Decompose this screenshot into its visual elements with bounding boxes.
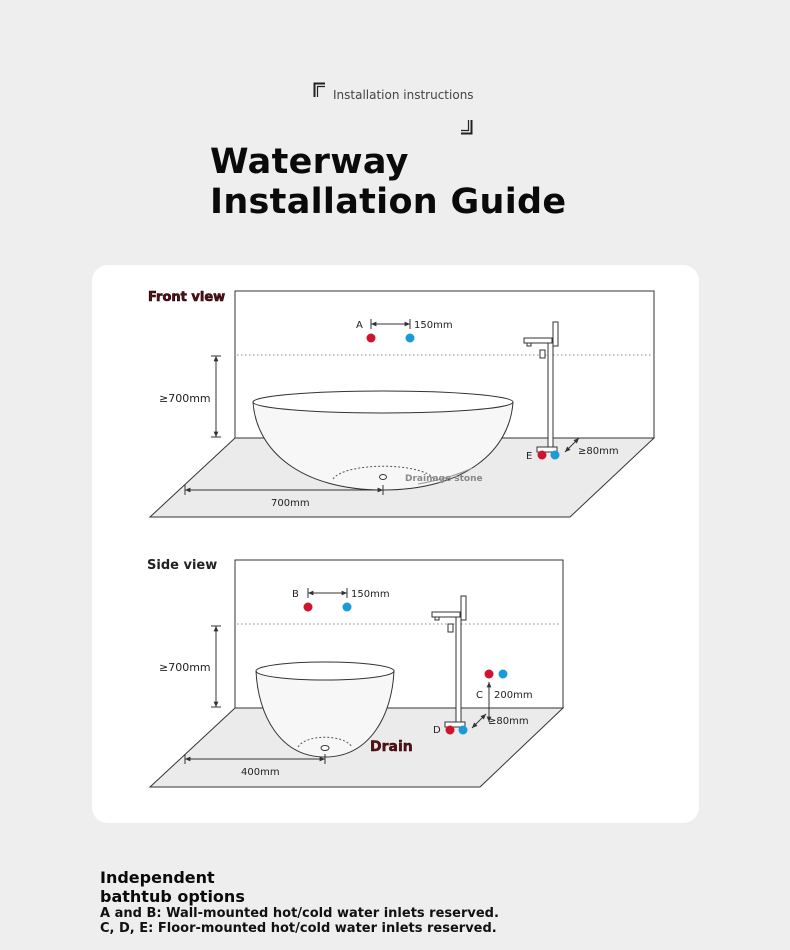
front-floor-offset-label: ≥80mm <box>578 446 619 457</box>
side-distance-label: 400mm <box>241 767 280 778</box>
front-view: Front view ≥700mm A 150mm Drainage stone <box>148 290 656 518</box>
side-drain-hole <box>320 745 330 751</box>
corner-bracket-top-left-icon <box>313 82 325 97</box>
front-hot-inlet-a <box>366 333 376 343</box>
front-cold-inlet-e <box>550 450 560 460</box>
front-faucet-handshower <box>552 321 559 347</box>
corner-bracket-bottom-right-icon <box>461 120 473 135</box>
side-cold-inlet-c <box>498 669 508 679</box>
side-view-title: Side view <box>147 558 217 573</box>
front-floor-offset-dimension <box>564 437 580 453</box>
front-hot-inlet-e <box>537 450 547 460</box>
front-faucet-spout <box>523 337 553 344</box>
side-floor-offset-dimension <box>471 713 487 729</box>
options-heading-line-2: bathtub options <box>100 887 245 906</box>
side-hot-inlet-d <box>445 725 455 735</box>
side-faucet <box>431 595 467 728</box>
side-mid-label: C <box>476 690 483 701</box>
side-floor-label: D <box>433 725 441 736</box>
options-section: Independent bathtub options A and B: Wal… <box>100 868 760 936</box>
side-faucet-handshower <box>460 595 467 621</box>
front-drain-label: Drainage stone <box>405 474 483 484</box>
front-drain-hole <box>379 474 387 480</box>
front-bathtub-rim <box>252 390 514 414</box>
front-view-title: Front view <box>148 290 225 305</box>
section-tag-label: Installation instructions <box>333 88 474 102</box>
side-hot-inlet-c <box>484 669 494 679</box>
side-floor-offset-label: ≥80mm <box>488 716 529 727</box>
front-distance-label: 700mm <box>271 498 310 509</box>
page-title: Waterway Installation Guide <box>210 142 566 222</box>
diagram-card: Front view ≥700mm A 150mm Drainage stone <box>92 265 699 823</box>
options-heading-line-1: Independent <box>100 868 215 887</box>
front-drain-arc <box>332 465 435 480</box>
front-height-label: ≥700mm <box>159 392 211 405</box>
side-drain-label: Drain <box>370 739 413 755</box>
front-inlet-label: A <box>356 320 363 331</box>
front-inlet-spacing-label: 150mm <box>414 320 453 331</box>
side-faucet-pipe <box>455 611 462 724</box>
side-drain-arc <box>297 736 353 748</box>
installation-diagram: Front view ≥700mm A 150mm Drainage stone <box>147 290 656 788</box>
front-drain-leader <box>417 467 473 485</box>
front-faucet-handle <box>539 349 546 359</box>
option-floor-mounted: C, D, E: Floor-mounted hot/cold water in… <box>100 921 497 936</box>
side-height-label: ≥700mm <box>159 661 211 674</box>
side-faucet-spout <box>431 611 461 618</box>
side-bathtub-rim <box>255 661 395 681</box>
side-view: Side view ≥700mm B 150mm Drain <box>147 558 565 788</box>
side-hot-inlet-b <box>303 602 313 612</box>
page-title-line-1: Waterway <box>210 142 409 182</box>
side-mid-spacing-label: 200mm <box>494 690 533 701</box>
side-inlet-spacing-label: 150mm <box>351 589 390 600</box>
side-inlet-label: B <box>292 589 299 600</box>
side-faucet-handle <box>447 623 454 633</box>
option-wall-mounted: A and B: Wall-mounted hot/cold water inl… <box>100 906 499 921</box>
front-faucet <box>523 321 559 453</box>
side-cold-inlet-d <box>458 725 468 735</box>
side-faucet-spout-tip <box>434 616 440 621</box>
section-tag: Installation instructions <box>313 82 483 138</box>
front-faucet-spout-tip <box>526 342 532 347</box>
front-floor-label: E <box>526 451 532 462</box>
front-cold-inlet-a <box>405 333 415 343</box>
side-faucet-base <box>444 721 466 728</box>
front-faucet-pipe <box>547 337 554 449</box>
page-title-line-2: Installation Guide <box>210 182 567 222</box>
front-faucet-base <box>536 446 558 453</box>
side-cold-inlet-b <box>342 602 352 612</box>
